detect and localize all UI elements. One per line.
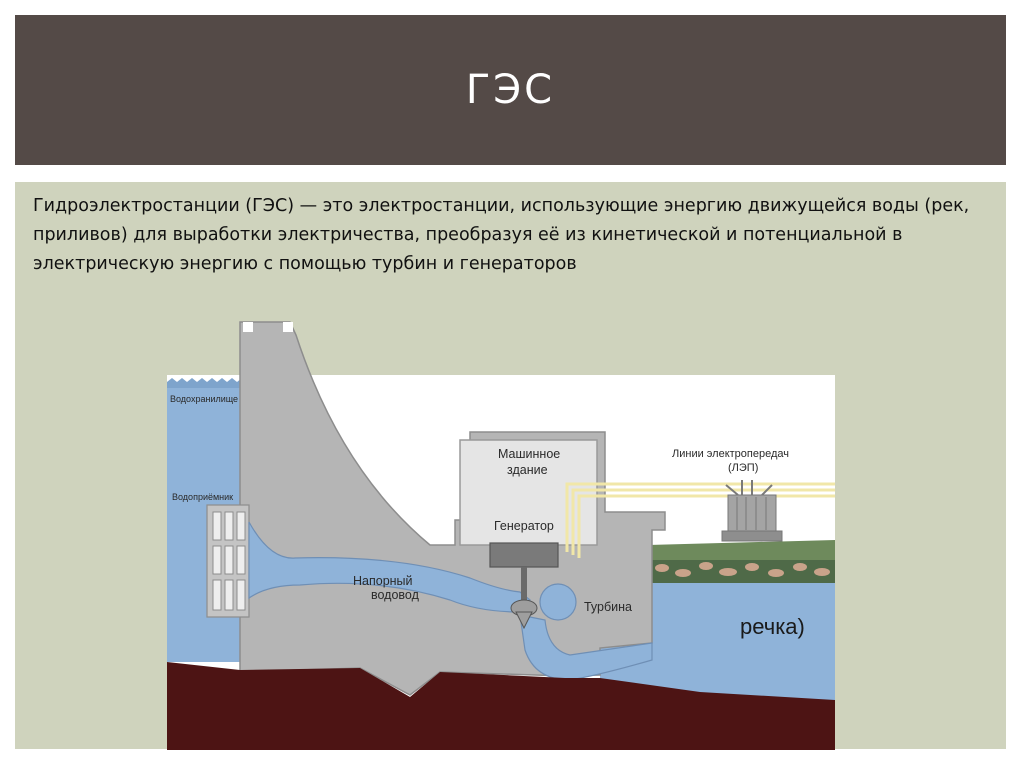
label-reservoir: Водохранилище [170,394,238,404]
slide-title: ГЭС [465,67,556,113]
dam-crest [243,322,253,332]
turbine-cone [515,611,533,630]
penstock [248,521,531,613]
label-penstock-2: водовод [371,588,420,602]
river-bank-stones [655,562,830,577]
label-machine-hall-1: Машинное [498,447,560,461]
river-bank-top [648,540,835,560]
generator-unit [489,542,559,568]
intake-grate [206,504,250,618]
turbine-spiral [539,583,577,621]
reservoir-surface [167,378,247,388]
label-machine-hall-2: здание [507,463,548,477]
slide-description: Гидроэлектростанции (ГЭС) — это электрос… [33,196,970,274]
label-power-lines-1: Линии электропередач [672,448,789,460]
label-intake: Водоприёмник [172,492,233,502]
generator-shaft [521,567,527,605]
label-generator: Генератор [494,519,554,533]
label-turbine: Турбина [584,600,632,614]
draft-tube [519,614,653,681]
label-river: речка) [740,614,805,639]
label-penstock-1: Напорный [353,574,413,588]
ground [167,662,835,750]
transformer-tower [721,480,783,542]
slide-header: ГЭС [15,15,1006,165]
dam-crest-right [283,322,293,332]
label-power-lines-2: (ЛЭП) [728,462,758,474]
